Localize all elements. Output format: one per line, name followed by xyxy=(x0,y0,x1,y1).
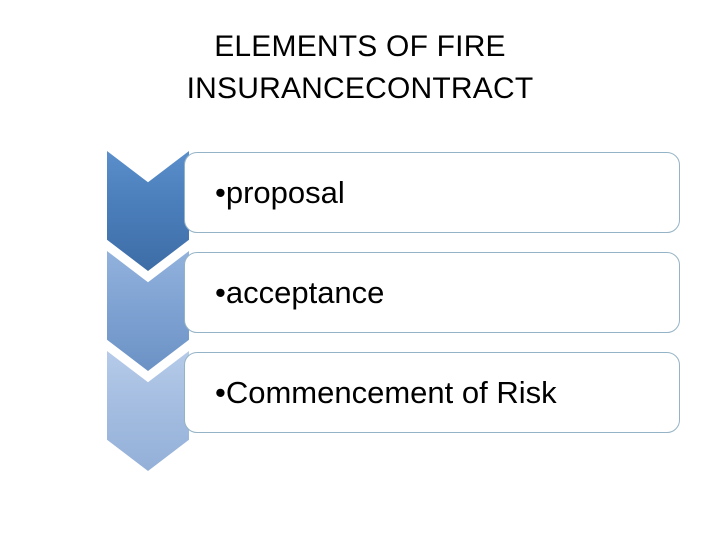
process-step-3-label: Commencement of Risk xyxy=(225,374,557,410)
process-step-3-text: •Commencement of Risk xyxy=(215,375,557,411)
page-title: ELEMENTS OF FIRE INSURANCECONTRACT xyxy=(60,26,660,110)
process-step-2-text: •acceptance xyxy=(215,275,384,311)
process-step-2-box[interactable]: •acceptance xyxy=(184,252,680,333)
process-step-1-text: •proposal xyxy=(215,175,345,211)
process-step-3-box[interactable]: •Commencement of Risk xyxy=(184,352,680,433)
process-step-2-label: acceptance xyxy=(225,274,385,310)
page-title-line-1: ELEMENTS OF FIRE xyxy=(214,30,506,63)
bullet-glyph: • xyxy=(215,174,226,210)
chevron-down-icon xyxy=(107,151,189,271)
bullet-glyph: • xyxy=(215,274,226,310)
process-step-1-box[interactable]: •proposal xyxy=(184,152,680,233)
bullet-glyph: • xyxy=(215,374,226,410)
page-title-line-2: INSURANCECONTRACT xyxy=(186,72,534,105)
process-step-1-label: proposal xyxy=(225,174,345,210)
